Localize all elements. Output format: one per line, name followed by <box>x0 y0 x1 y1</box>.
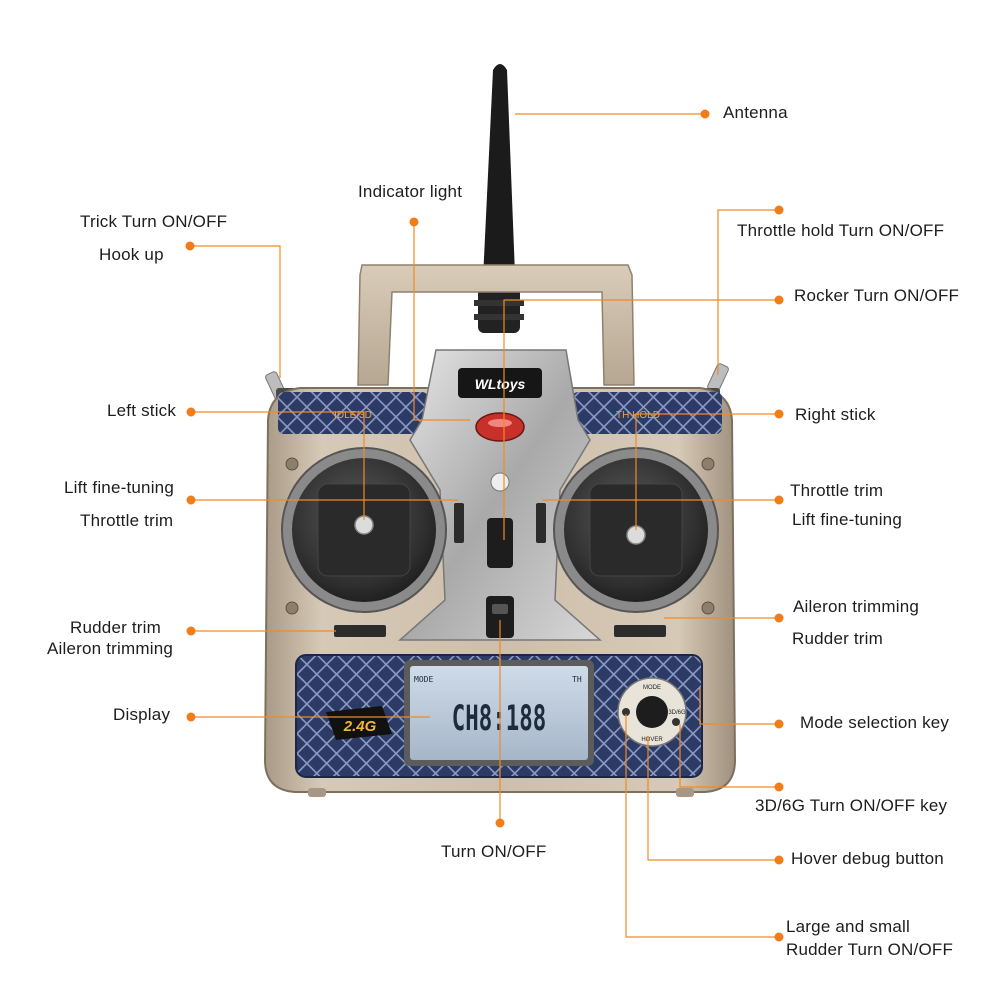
label-lift-fine-tuning-left: Lift fine-tuning <box>64 478 174 497</box>
leader-left-stick <box>191 411 365 520</box>
label-antenna: Antenna <box>723 103 788 122</box>
label-turn-on-off: Turn ON/OFF <box>441 842 547 861</box>
mode-selection-key[interactable] <box>636 696 668 728</box>
leader-right-stick <box>635 413 779 530</box>
leader-rocker-turn <box>503 299 779 540</box>
label-throttle-hold: Throttle hold Turn ON/OFF <box>737 221 945 240</box>
right-switch-label: TH HOLD <box>616 410 660 421</box>
label-large-small-rudder-1: Large and small <box>786 917 910 936</box>
carry-handle <box>357 264 635 386</box>
leader-left-vtrim-dot <box>186 495 196 505</box>
leader-hover <box>647 736 779 861</box>
leader-turn-on-off-dot <box>495 818 505 828</box>
hover-debug-button[interactable] <box>622 708 630 716</box>
lcd-display: MODE TH CH8:188 <box>404 660 594 766</box>
right-horizontal-trim[interactable] <box>614 625 666 637</box>
leader-trick-hook-dot <box>185 241 195 251</box>
right-vertical-trim[interactable] <box>536 503 546 543</box>
label-lift-fine-tuning-right: Lift fine-tuning <box>792 510 902 529</box>
svg-text:MODE: MODE <box>414 675 433 684</box>
leader-mode-key <box>699 688 779 725</box>
leader-left-htrim-dot <box>186 626 196 636</box>
label-mode-selection-key: Mode selection key <box>800 713 950 732</box>
label-hover-debug-button: Hover debug button <box>791 849 944 868</box>
leader-large-small-dot <box>774 932 784 942</box>
leader-indicator-light <box>413 222 470 421</box>
lcd-readout: CH8:188 <box>452 698 546 738</box>
leader-left-stick-dot <box>186 407 196 417</box>
leader-right-htrim-dot <box>774 613 784 623</box>
leader-right-stick-dot <box>774 409 784 419</box>
mode-button-cluster: MODE HOVER 3D/6G <box>617 677 687 747</box>
label-three-d-six-g-key: 3D/6G Turn ON/OFF key <box>755 796 948 815</box>
band-badge: 2.4G <box>326 706 392 740</box>
rocker-switch[interactable] <box>487 518 513 568</box>
leader-dots <box>185 109 784 942</box>
leader-mode-key-dot <box>774 719 784 729</box>
brand-logo: WLtoys <box>475 376 526 392</box>
leader-hover-dot <box>774 855 784 865</box>
label-large-small-rudder-2: Rudder Turn ON/OFF <box>786 940 954 959</box>
leader-3d6g-dot <box>774 782 784 792</box>
svg-text:MODE: MODE <box>643 685 661 691</box>
label-indicator-light: Indicator light <box>358 182 463 201</box>
label-right-stick: Right stick <box>795 405 876 424</box>
label-aileron-trimming-left: Aileron trimming <box>47 639 174 658</box>
leader-lines <box>190 113 779 938</box>
left-vertical-trim[interactable] <box>454 503 464 543</box>
label-rudder-trim-left: Rudder trim <box>70 618 162 637</box>
label-rocker-turn: Rocker Turn ON/OFF <box>794 286 960 305</box>
label-aileron-trimming-right: Aileron trimming <box>793 597 920 616</box>
leader-large-small <box>625 714 779 938</box>
label-left-stick: Left stick <box>107 401 177 420</box>
leader-antenna-dot <box>700 109 710 119</box>
label-throttle-trim-left: Throttle trim <box>80 511 174 530</box>
svg-text:3D/6G: 3D/6G <box>668 710 686 716</box>
svg-text:2.4G: 2.4G <box>343 718 377 735</box>
leader-trick-hook <box>190 245 281 378</box>
leader-rocker-turn-dot <box>774 295 784 305</box>
antenna <box>474 64 524 333</box>
svg-text:TH: TH <box>572 675 582 684</box>
leader-right-vtrim-dot <box>774 495 784 505</box>
leader-3d6g <box>679 724 779 788</box>
label-trick-turn: Trick Turn ON/OFF <box>80 212 228 231</box>
leader-throttle-hold-dot <box>774 205 784 215</box>
left-switch-label: IDLE/3D <box>334 410 372 421</box>
label-throttle-trim-right: Throttle trim <box>790 481 884 500</box>
power-led-cap <box>490 472 510 492</box>
three-d-six-g-key[interactable] <box>672 718 680 726</box>
label-display: Display <box>113 705 171 724</box>
leader-indicator-light-dot <box>409 217 419 227</box>
label-rudder-trim-right: Rudder trim <box>792 629 884 648</box>
leader-throttle-hold <box>717 209 779 375</box>
label-hook-up: Hook up <box>99 245 164 264</box>
leader-display-dot <box>186 712 196 722</box>
svg-text:HOVER: HOVER <box>641 737 663 743</box>
left-horizontal-trim[interactable] <box>334 625 386 637</box>
